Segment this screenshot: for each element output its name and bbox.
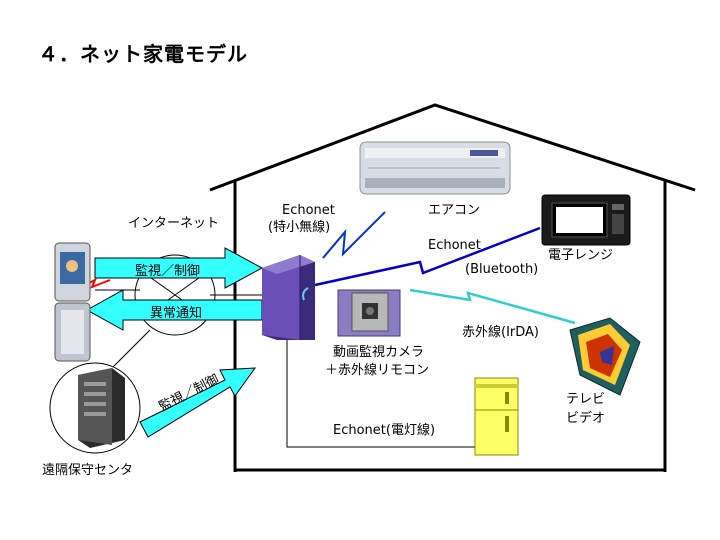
power-line <box>286 335 480 448</box>
anomaly-notice-arrow <box>85 289 263 331</box>
microwave-label: 電子レンジ <box>548 248 614 263</box>
video-label: ビデオ <box>566 411 606 426</box>
infrared-link-line <box>409 288 576 325</box>
internet-link <box>109 329 151 371</box>
anomaly-notice-arrow-label: 異常通知 <box>150 306 203 321</box>
remote-server <box>78 368 125 448</box>
air-conditioner <box>359 141 511 195</box>
mobile-phone <box>54 242 91 362</box>
camera-label: 動画監視カメラ <box>333 345 425 360</box>
refrigerator <box>474 377 519 456</box>
monitor-control-arrow-label: 監視／制御 <box>135 264 201 279</box>
remote-center-label: 遠隔保守センタ <box>42 463 134 478</box>
echonet-radio-sub-label: (特小無線) <box>268 220 331 235</box>
tv-label: テレビ <box>566 392 606 407</box>
echonet-radio-label: Echonet <box>282 203 335 218</box>
aircon-label: エアコン <box>428 203 481 218</box>
monitor-control-arrow <box>94 247 264 289</box>
microwave-oven <box>541 194 631 246</box>
camera-sub-label: ＋赤外線リモコン <box>325 363 430 378</box>
home-gateway <box>262 255 315 340</box>
echonet-power-label: Echonet(電灯線) <box>333 423 436 438</box>
house-roof-outline <box>209 103 696 192</box>
monitor-control-diagonal-arrow <box>139 367 257 438</box>
surveillance-camera <box>337 289 401 337</box>
infrared-label: 赤外線(IrDA) <box>462 325 539 340</box>
television <box>569 317 641 396</box>
echonet-bluetooth-label: Echonet <box>428 238 481 253</box>
echonet-bluetooth-sub-label: (Bluetooth) <box>465 262 539 277</box>
bluetooth-link-line <box>314 226 541 287</box>
internet-label: インターネット <box>128 216 220 231</box>
radio-link-line <box>322 211 386 259</box>
page-title: ４．ネット家電モデル <box>38 42 248 66</box>
